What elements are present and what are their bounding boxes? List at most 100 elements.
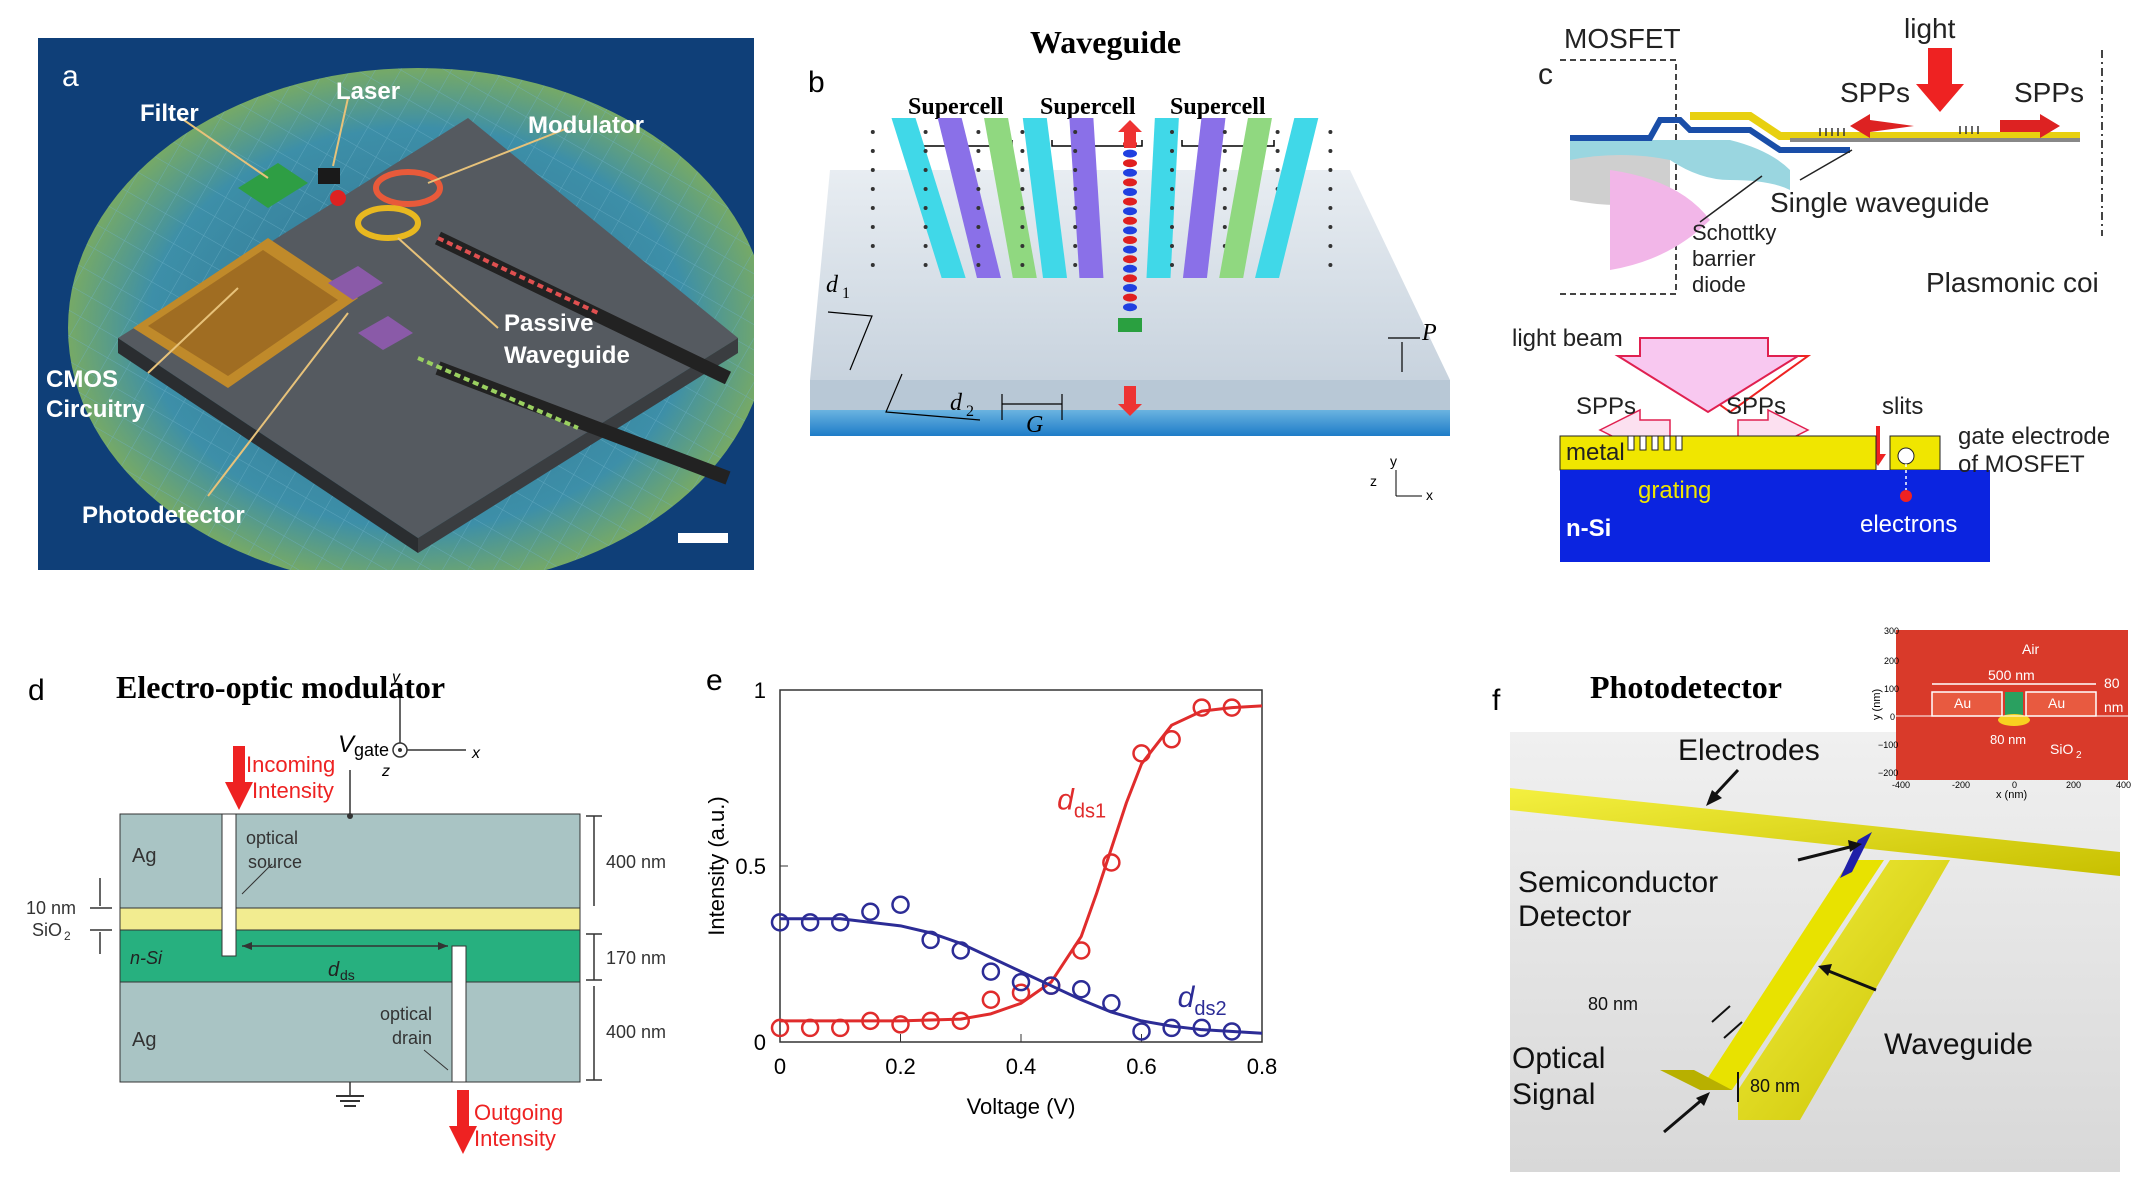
- rod-hole: [976, 168, 981, 172]
- label-spps-lower-left: SPPs: [1576, 393, 1636, 420]
- rod-hole: [923, 187, 928, 191]
- inset-xtick: 400: [2116, 780, 2131, 790]
- inset-ytick: −200: [1878, 768, 1898, 778]
- mode-lobe: [1123, 245, 1137, 254]
- label-gate-electrode: gate electrode: [1958, 423, 2110, 450]
- rod-hole: [1073, 206, 1078, 210]
- rod-hole: [976, 244, 981, 248]
- label-p: P: [1421, 320, 1437, 346]
- rod-hole: [923, 206, 928, 210]
- label-spps-lower-right: SPPs: [1726, 393, 1786, 420]
- inset-ytick: 0: [1890, 712, 1895, 722]
- label-10nm: 10 nm: [26, 898, 76, 918]
- data-point-ds1: [1102, 853, 1121, 872]
- label-g: G: [1026, 412, 1043, 438]
- inset-au-left: Au: [1954, 695, 1971, 711]
- data-point-ds2: [981, 962, 1001, 981]
- mode-lobe: [1123, 264, 1137, 273]
- panel-d-letter: d: [28, 674, 45, 707]
- label-slits: slits: [1882, 393, 1923, 420]
- rod-hole: [1222, 187, 1227, 191]
- label-grating: grating: [1638, 477, 1711, 504]
- rod-hole: [1020, 263, 1025, 267]
- inset-80: 80: [2104, 675, 2120, 691]
- photonic-rod: [984, 118, 1037, 278]
- center-rod-base: [1118, 318, 1142, 332]
- mode-lobe: [1123, 168, 1137, 177]
- label-electrodes: Electrodes: [1678, 734, 1820, 767]
- label-nsi: n-Si: [130, 948, 163, 968]
- mode-lobe: [1123, 303, 1137, 312]
- rod-hole: [923, 263, 928, 267]
- rod-hole: [1020, 149, 1025, 153]
- label-optical-drain: optical: [380, 1004, 432, 1024]
- photonic-rod: [937, 118, 1001, 278]
- data-point-ds2: [770, 913, 790, 932]
- rod-hole: [1170, 130, 1174, 134]
- label-d1: d: [826, 272, 839, 298]
- axis-y-label: y: [1390, 453, 1397, 469]
- rod-hole: [870, 225, 875, 229]
- rod-hole: [1328, 168, 1333, 172]
- panel-a: a Filter Laser Modulator Passive Wavegui…: [38, 38, 768, 588]
- rod-hole: [1020, 244, 1025, 248]
- rod-hole: [1073, 263, 1078, 267]
- photonic-rod: [1069, 118, 1104, 278]
- data-point-ds2: [1072, 979, 1091, 999]
- rod-hole: [1170, 244, 1174, 248]
- rod-hole: [1328, 187, 1333, 191]
- scale-bar: [678, 533, 728, 543]
- data-point-ds1: [861, 1011, 880, 1031]
- series-label-ds2: dds2: [1178, 981, 1227, 1020]
- mode-lobe: [1123, 274, 1137, 283]
- rod-hole: [976, 187, 981, 191]
- rod-hole: [1020, 168, 1025, 172]
- mode-lobe: [1123, 207, 1137, 216]
- label-80nm-height: 80 nm: [1750, 1076, 1800, 1096]
- rod-hole: [1073, 225, 1078, 229]
- label-ag-bottom: Ag: [132, 1029, 156, 1051]
- label-waveguide: Waveguide: [1884, 1028, 2033, 1061]
- data-point-ds1: [1132, 744, 1151, 763]
- rod-hole: [1073, 149, 1078, 153]
- inset-au-right: Au: [2048, 695, 2065, 711]
- rod-hole: [1328, 244, 1333, 248]
- panel-f: f Photodetector Electrodes Semiconductor…: [1480, 620, 2152, 1185]
- inset-xtick: 0: [2012, 780, 2017, 790]
- rod-hole: [976, 263, 981, 267]
- label-electrons: electrons: [1860, 511, 1957, 538]
- rod-hole: [976, 225, 981, 229]
- y-axis-label: Intensity (a.u.): [704, 796, 729, 935]
- rod-hole: [870, 149, 875, 153]
- data-point-ds1: [1222, 698, 1242, 717]
- field-inset: [1896, 630, 2128, 780]
- rod-hole: [1170, 225, 1174, 229]
- label-d2-sub: 2: [966, 403, 974, 420]
- x-tick-label: 0.8: [1247, 1054, 1278, 1079]
- rod-hole: [1020, 187, 1025, 191]
- rod-hole: [1073, 187, 1078, 191]
- inset-ytick: 200: [1884, 656, 1899, 666]
- label-signal: Signal: [1512, 1078, 1595, 1111]
- label-single-waveguide: Single waveguide: [1770, 187, 1990, 218]
- mode-lobe: [1123, 284, 1137, 292]
- y-tick-label: 0: [754, 1030, 766, 1055]
- label-schottky-1: Schottky: [1692, 220, 1776, 245]
- panel-b-title: Waveguide: [1030, 24, 1182, 60]
- rod-hole: [923, 149, 928, 153]
- inset-y-label: y (nm): [1871, 689, 1883, 720]
- label-light: light: [1904, 13, 1956, 44]
- rod-hole: [870, 244, 875, 248]
- x-tick-label: 0: [774, 1054, 786, 1079]
- label-incoming-intensity: Intensity: [252, 778, 334, 803]
- photonic-rod: [1219, 118, 1272, 278]
- label-filter: Filter: [140, 100, 199, 127]
- rod-hole: [1328, 130, 1333, 134]
- label-sio2: SiO: [32, 920, 62, 940]
- label-ag-top: Ag: [132, 845, 156, 867]
- rod-hole: [923, 168, 928, 172]
- rod-hole: [1328, 225, 1333, 229]
- rod-hole: [1020, 130, 1025, 134]
